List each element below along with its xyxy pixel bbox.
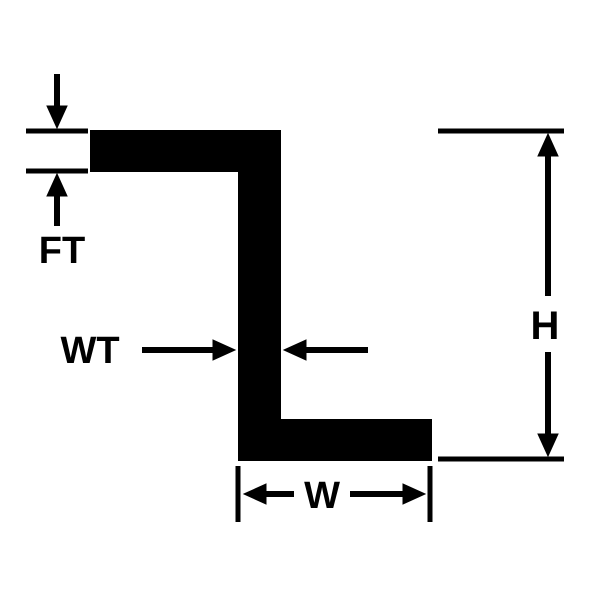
- ft-arrowhead-down-icon: [46, 105, 68, 130]
- wt-label: WT: [60, 330, 119, 372]
- z-profile-shape: [90, 130, 432, 461]
- w-dimension: W: [235, 466, 433, 522]
- h-label: H: [531, 304, 560, 348]
- ft-dimension: FT: [26, 74, 88, 272]
- w-arrowhead-left-icon: [242, 483, 267, 505]
- h-arrowhead-down-icon: [537, 433, 559, 458]
- wt-arrowhead-left-icon: [282, 339, 307, 361]
- wt-dimension: WT: [60, 330, 368, 372]
- wt-arrowhead-right-icon: [212, 339, 237, 361]
- w-label: W: [304, 475, 340, 517]
- h-dimension: H: [438, 128, 564, 462]
- ft-label: FT: [39, 230, 85, 272]
- w-arrowhead-right-icon: [402, 483, 427, 505]
